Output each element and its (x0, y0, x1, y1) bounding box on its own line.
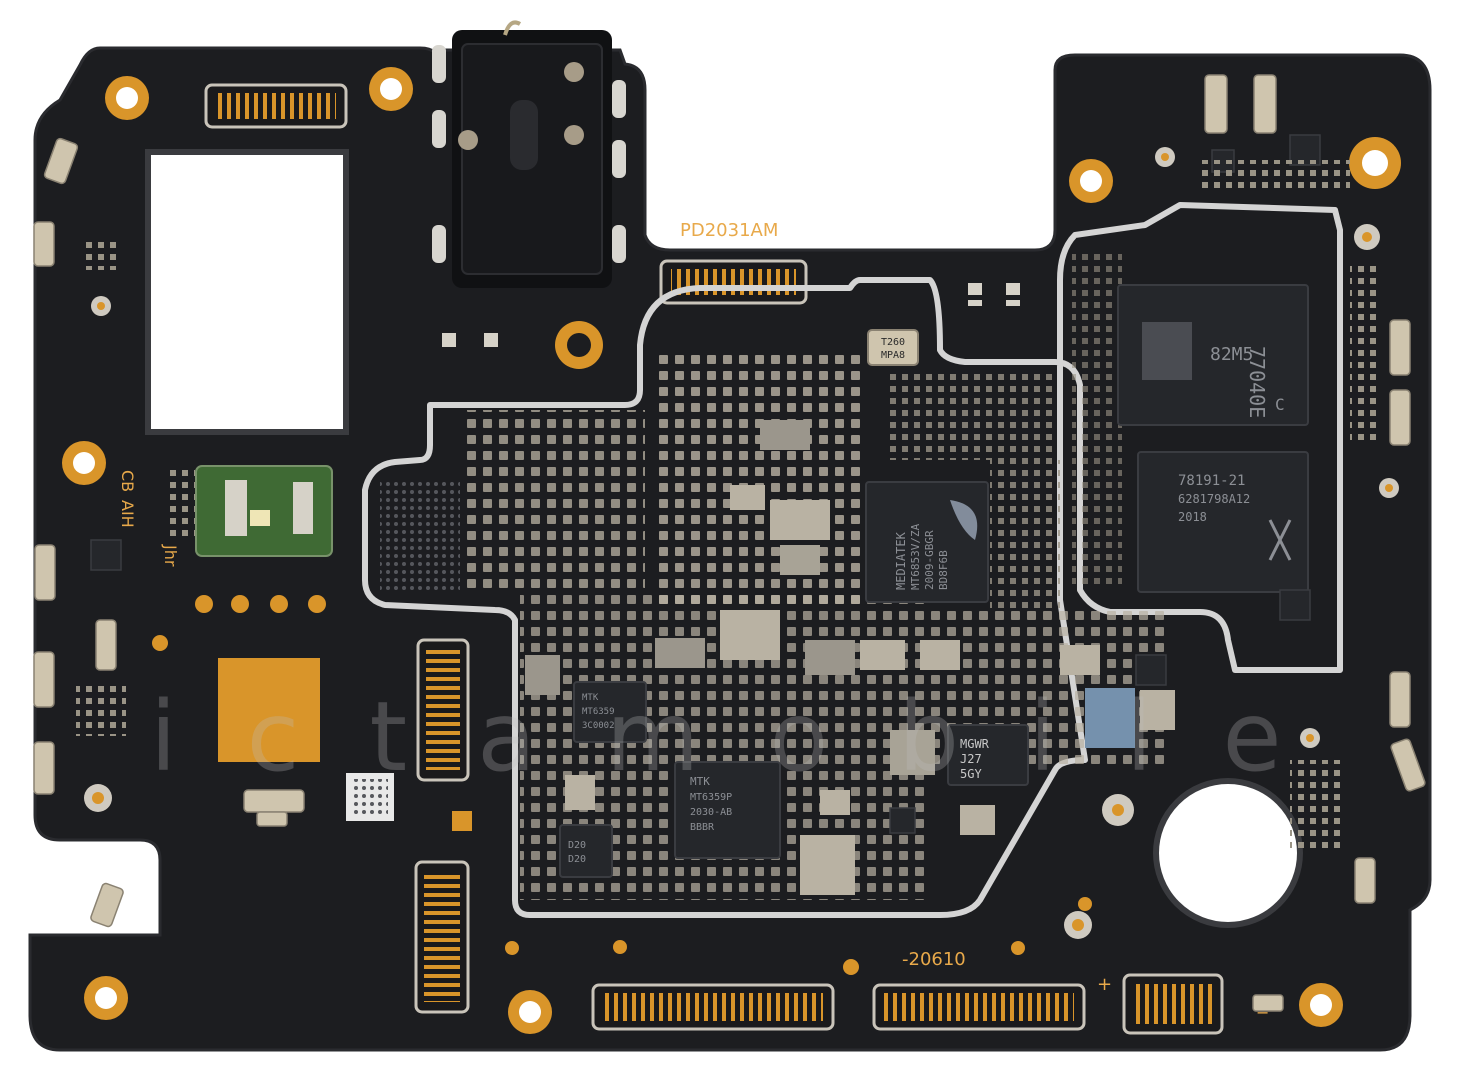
connector-left-mid (416, 638, 470, 782)
silk-minus-marker: − (1256, 1003, 1269, 1022)
connector-bottom-1 (591, 983, 835, 1031)
connector-bottom-2 (872, 983, 1086, 1031)
connector-top-left (204, 83, 348, 129)
component-field-7 (380, 480, 460, 590)
soc-chip: MEDIATEK MT6853V/ZA 2009-GBGR BD8F6B (865, 481, 989, 603)
headphone-jack (432, 20, 626, 288)
silk-plus-marker: + (1097, 974, 1112, 995)
memory-chip-bottom: 78191-21 6281798A12 2018 (1137, 451, 1309, 593)
silk-model-label: PD2031AM (680, 220, 778, 241)
component-field-1 (465, 410, 645, 590)
rf-connectors (84, 147, 1399, 939)
pmic-small-line-1: MTK (582, 693, 599, 703)
watermark-text: ictamobile (150, 681, 1352, 793)
small-ic-line-1: D20 (568, 840, 586, 851)
gold-dots (152, 595, 1092, 975)
component-field-8 (1072, 250, 1122, 590)
component-field-6 (990, 460, 1060, 610)
pmic-line-1: MTK (690, 775, 710, 788)
large-passives (525, 420, 1175, 895)
pmic-line-2: MT6359P (690, 792, 732, 803)
soc-line-4: BD8F6B (937, 550, 950, 590)
regulator-line-2: J27 (960, 752, 982, 766)
soc-line-2: MT6853V/ZA (909, 523, 922, 590)
pad-cluster-right-2 (1350, 260, 1380, 440)
misc-ics (90, 134, 1321, 834)
board-cutout-window (145, 149, 349, 435)
pad-cluster-left-3 (170, 470, 195, 540)
silk-jh-label: Jhr (161, 544, 180, 567)
pmic-line-4: BBBR (690, 822, 715, 833)
pmic-chip: MTK MT6359P 2030-AB BBBR (674, 761, 781, 859)
crystal-line-1: T260 (881, 337, 905, 348)
memory-top-line-3: C (1275, 395, 1285, 414)
regulator-chip: MGWR J27 5GY (947, 724, 1029, 786)
memory-chip-top: 77040E 82M5 C (1117, 284, 1309, 426)
silk-batch-label: -20610 (902, 949, 966, 970)
regulator-line-3: 5GY (960, 767, 982, 781)
memory-bottom-line-1: 78191-21 (1178, 473, 1245, 489)
memory-bottom-line-2: 6281798A12 (1178, 492, 1250, 506)
memory-top-line-1: 77040E (1245, 346, 1269, 418)
pad-cluster-left-1 (80, 240, 120, 270)
pmic-small-chip: MTK MT6359 3C0002 (573, 681, 647, 743)
connector-left-bottom (414, 860, 470, 1014)
green-sensor-module (195, 465, 333, 557)
spring-contacts (33, 74, 1426, 1012)
pmic-line-3: 2030-AB (690, 807, 732, 818)
pmic-small-line-3: 3C0002 (582, 721, 615, 731)
mounting-holes (62, 67, 1401, 1034)
pmic-small-line-2: MT6359 (582, 707, 615, 717)
pad-cluster-top-right (1200, 160, 1350, 190)
component-field-4 (885, 370, 1055, 460)
silk-cb-label: CB (118, 470, 137, 492)
silk-aih-label: AIH (118, 500, 137, 528)
connector-top-center (659, 259, 808, 305)
pad-clusters (442, 283, 1020, 347)
memory-top-line-2: 82M5 (1210, 344, 1253, 365)
memory-bottom-line-3: 2018 (1178, 510, 1207, 524)
datamatrix-code (346, 773, 394, 821)
board-cutout-hole (1153, 778, 1303, 928)
small-ic-line-2: D20 (568, 854, 586, 865)
battery-connector (1122, 973, 1224, 1035)
component-field-2 (655, 350, 860, 610)
crystal-line-2: MPA8 (881, 350, 905, 361)
pad-cluster-left-2 (76, 686, 126, 736)
gold-shield-pad (218, 658, 320, 762)
soc-line-1: MEDIATEK (894, 531, 908, 590)
regulator-line-1: MGWR (960, 737, 990, 751)
small-ic: D20 D20 (559, 824, 613, 878)
shield-frame (362, 202, 1343, 918)
soc-line-3: 2009-GBGR (923, 530, 936, 590)
crystal-oscillator: T260 MPA8 (867, 329, 919, 366)
pad-cluster-right-1 (1290, 760, 1345, 850)
